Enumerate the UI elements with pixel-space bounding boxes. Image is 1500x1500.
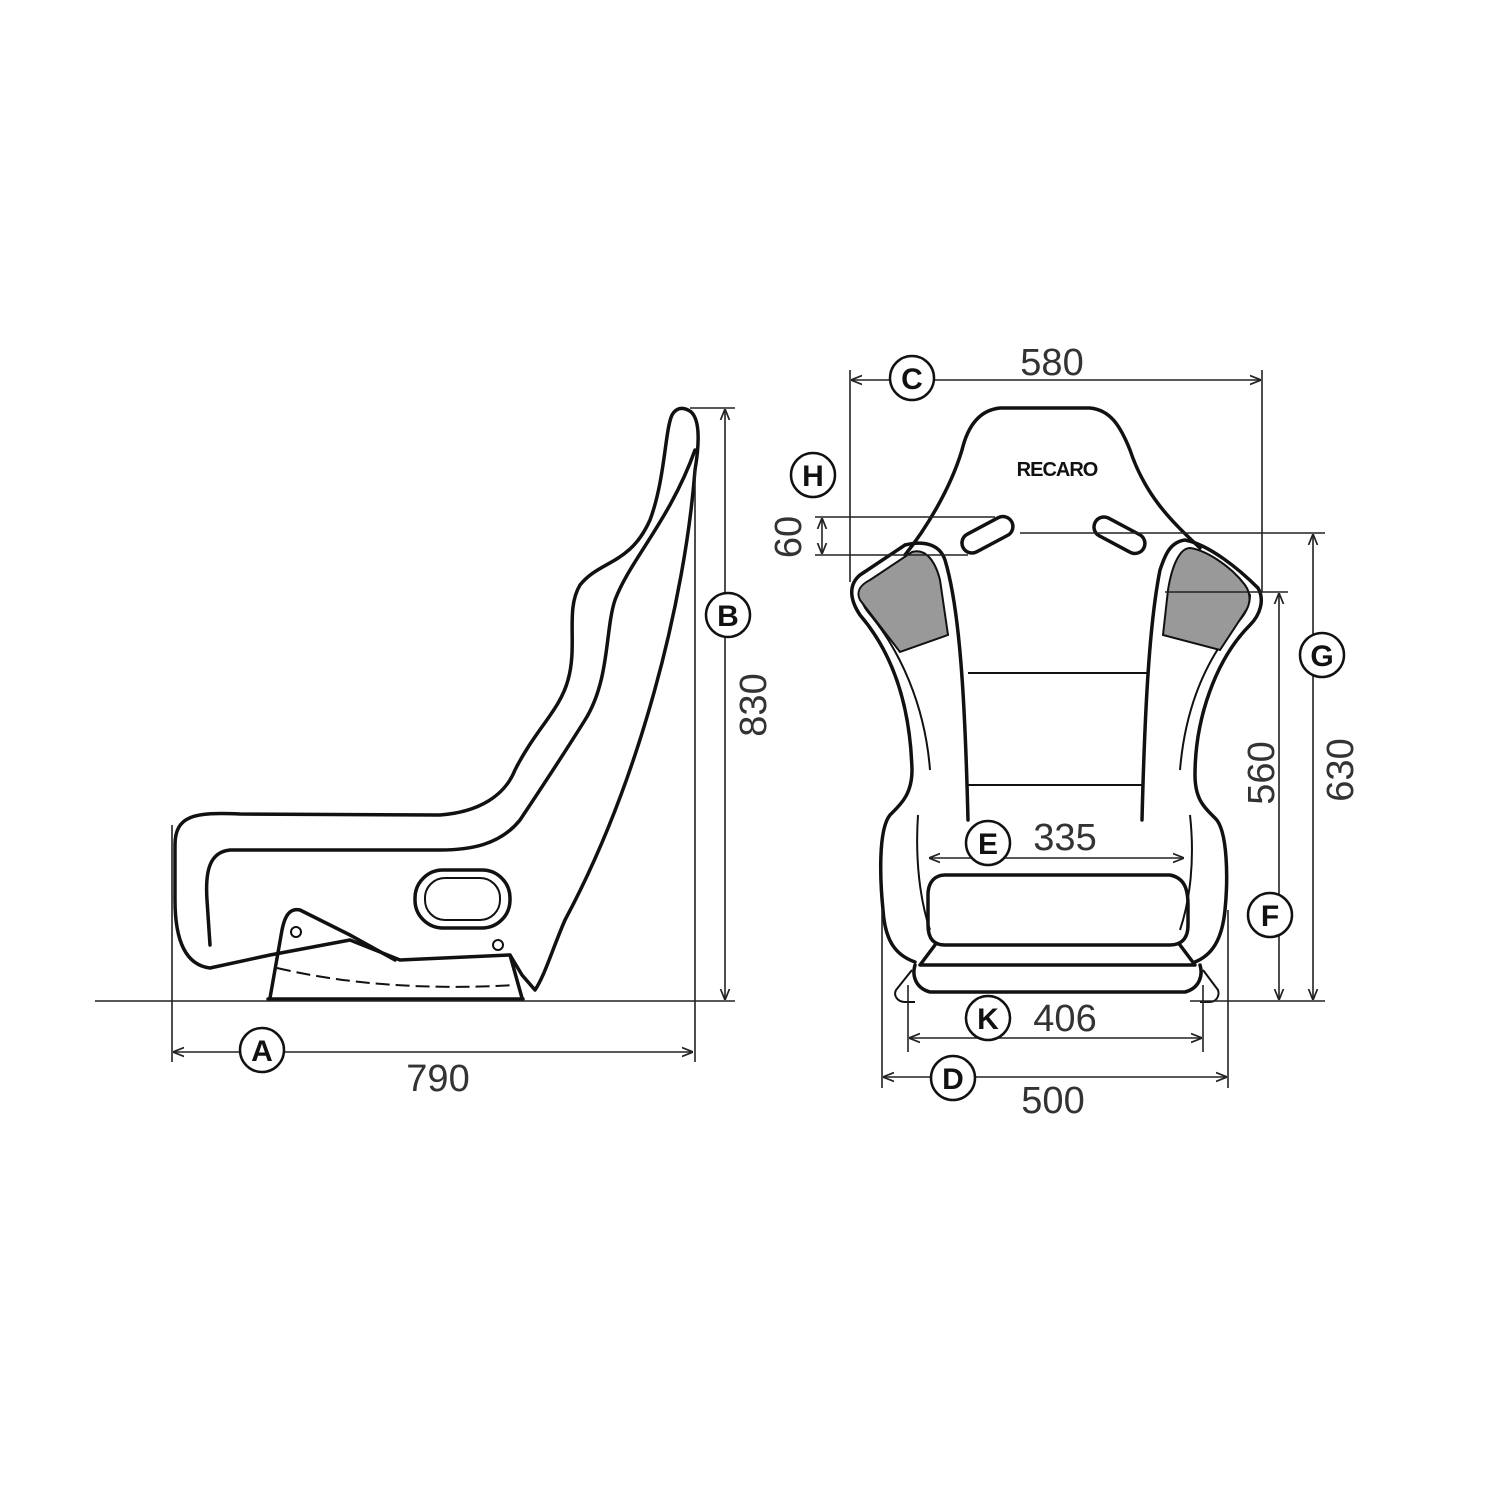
- value-d: 500: [1021, 1080, 1084, 1122]
- badge-k: K: [964, 994, 1012, 1042]
- side-mount-bracket: [266, 907, 525, 1001]
- svg-text:B: B: [717, 600, 739, 633]
- front-right-mount-bracket: [1200, 969, 1220, 1003]
- badge-g: G: [1298, 631, 1346, 679]
- front-left-bolster: [850, 541, 970, 964]
- side-mount-dashed-curve: [276, 967, 516, 988]
- front-right-bolster: [1140, 538, 1263, 964]
- value-f: 560: [1241, 741, 1283, 804]
- side-dimension-lines: [95, 407, 735, 1062]
- value-h: 60: [768, 516, 810, 558]
- front-seat-base: [912, 943, 1203, 994]
- badge-e: E: [964, 819, 1012, 867]
- side-shell-outline: [173, 406, 700, 992]
- svg-text:D: D: [942, 1063, 964, 1096]
- front-right-shoulder-panel: [1161, 546, 1251, 652]
- side-shell-inner-line: [204, 448, 697, 947]
- svg-text:E: E: [978, 828, 998, 861]
- side-bolt-hole: [290, 926, 302, 938]
- front-right-harness-slot: [1092, 515, 1147, 556]
- value-a: 790: [406, 1058, 469, 1100]
- badge-a: A: [238, 1026, 286, 1074]
- side-belt-slot-outer: [413, 868, 512, 930]
- front-left-mount-bracket: [894, 969, 915, 1003]
- value-g: 630: [1320, 738, 1362, 801]
- svg-text:H: H: [802, 460, 824, 493]
- front-view-seat: RECARO: [850, 406, 1263, 1003]
- side-bolt-hole: [492, 939, 504, 951]
- value-e: 335: [1033, 817, 1096, 859]
- dimension-values: 790 830 580 500 335 560 630 60 406: [406, 342, 1362, 1122]
- dimension-letter-badges: A B C D E F G H K: [238, 354, 1346, 1102]
- value-b: 830: [733, 673, 775, 736]
- svg-text:G: G: [1310, 640, 1333, 673]
- side-view-seat: [173, 406, 700, 1001]
- svg-text:A: A: [251, 1035, 273, 1068]
- value-k: 406: [1033, 998, 1096, 1040]
- recaro-logo: RECARO: [1017, 459, 1098, 481]
- badge-b: B: [704, 591, 752, 639]
- front-left-harness-slot: [960, 514, 1015, 555]
- front-dimension-lines: [815, 370, 1325, 1088]
- side-belt-slot-inner: [424, 877, 501, 921]
- badge-c: C: [888, 354, 936, 402]
- svg-text:K: K: [977, 1003, 999, 1036]
- front-headrest-outline: [903, 406, 1202, 557]
- badge-f: F: [1246, 891, 1294, 939]
- badge-h: H: [789, 451, 837, 499]
- value-c: 580: [1020, 342, 1083, 384]
- front-seat-cushion: [926, 873, 1190, 947]
- svg-text:C: C: [901, 363, 923, 396]
- svg-text:F: F: [1261, 900, 1279, 933]
- front-left-shoulder-panel: [857, 550, 950, 654]
- badge-d: D: [929, 1054, 977, 1102]
